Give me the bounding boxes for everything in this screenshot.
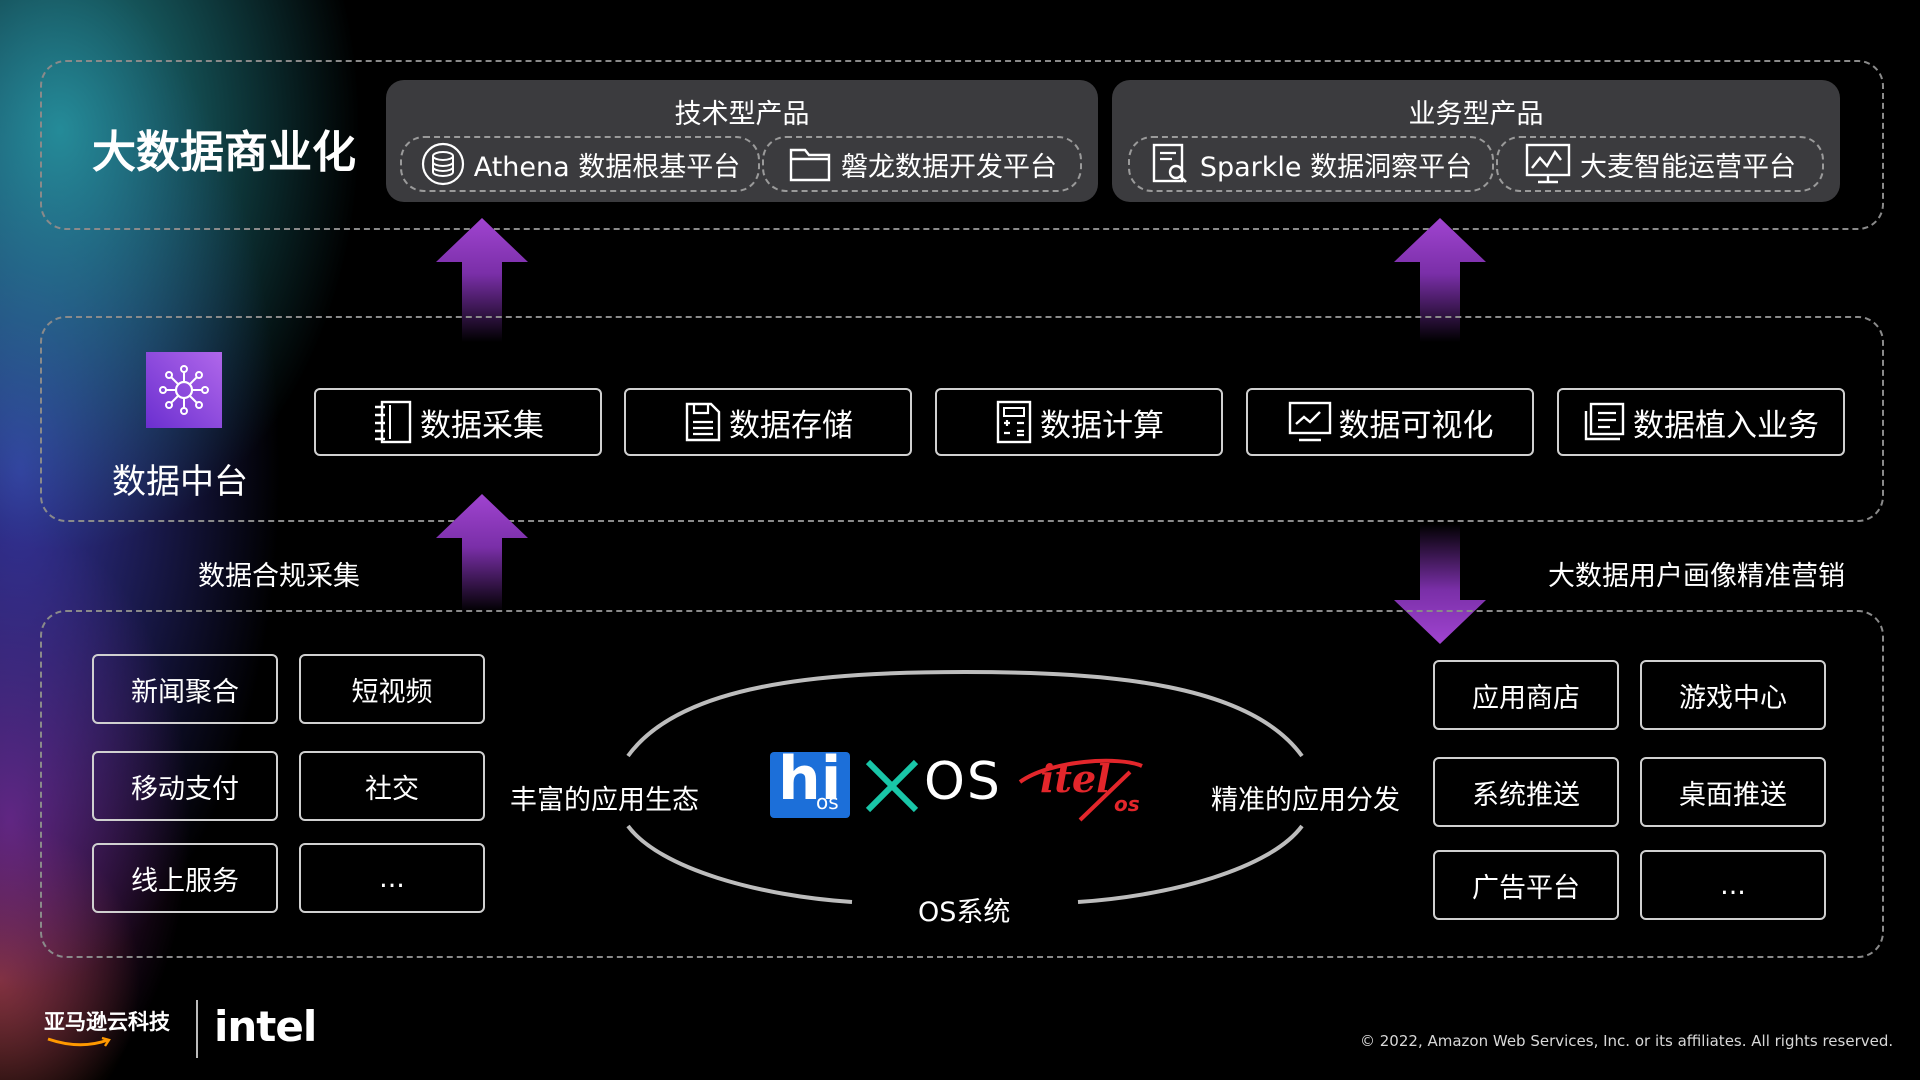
intel-logo: intel [214, 1002, 317, 1051]
xos-os-text: OS [924, 752, 1002, 812]
damai-platform-item[interactable]: 大麦智能运营平台 [1496, 136, 1824, 192]
business-products-title: 业务型产品 [1408, 99, 1544, 130]
tech-products-title: 技术型产品 [674, 99, 810, 130]
copyright-text: © 2022, Amazon Web Services, Inc. or its… [1360, 1032, 1894, 1050]
rich-ecosystem-label: 丰富的应用生态 [510, 785, 699, 816]
folder-icon [789, 148, 831, 182]
hios-logo-text: hi [778, 744, 842, 814]
user-profile-marketing-label: 大数据用户画像精准营销 [1548, 561, 1845, 592]
aws-brand: 亚马逊云科技 [44, 1010, 170, 1034]
right-app-box[interactable]: 桌面推送 [1640, 757, 1826, 827]
app-label: 移动支付 [131, 773, 239, 805]
right-app-box[interactable]: 应用商店 [1433, 660, 1619, 730]
panlong-platform-item[interactable]: 磐龙数据开发平台 [762, 136, 1082, 192]
data-storage-label: 数据存储 [729, 407, 853, 444]
arrow-up-right-top [1394, 218, 1486, 342]
app-label: 短视频 [351, 676, 433, 708]
panlong-label: 磐龙数据开发平台 [841, 151, 1057, 183]
tech-products-panel: 技术型产品 Athena 数据根基平台 磐龙数据开发平台 [386, 80, 1098, 202]
right-app-box[interactable]: 系统推送 [1433, 757, 1619, 827]
monitor-chart-icon [1288, 401, 1331, 442]
right-app-box[interactable]: ... [1640, 850, 1826, 920]
database-icon [421, 142, 464, 186]
right-app-box[interactable]: 游戏中心 [1640, 660, 1826, 730]
app-label: ... [1720, 869, 1746, 901]
right-app-box[interactable]: 广告平台 [1433, 850, 1619, 920]
arrow-up-left-top [436, 218, 528, 342]
data-embed-business-button[interactable]: 数据植入业务 [1557, 388, 1845, 456]
os-ellipse [626, 669, 1304, 904]
business-products-panel: 业务型产品 Sparkle 数据洞察平台 大麦智能运营平台 [1112, 80, 1840, 202]
app-label: 应用商店 [1472, 682, 1580, 714]
sparkle-label: Sparkle 数据洞察平台 [1199, 151, 1473, 183]
precise-distribution-label: 精准的应用分发 [1211, 785, 1400, 816]
data-compute-button[interactable]: 数据计算 [935, 388, 1223, 456]
app-label: 线上服务 [131, 865, 239, 897]
top-section-frame [40, 60, 1884, 230]
data-visualization-label: 数据可视化 [1338, 407, 1494, 444]
calculator-icon [996, 400, 1032, 444]
document-icon [1584, 402, 1625, 441]
data-compute-label: 数据计算 [1040, 407, 1164, 444]
app-label: 系统推送 [1472, 779, 1580, 811]
itel-sub: os [1114, 792, 1140, 816]
data-platform-title: 数据中台 [112, 462, 248, 502]
hios-logo-sub: os [816, 790, 839, 814]
storage-icon [685, 402, 721, 442]
data-collection-button[interactable]: 数据采集 [314, 388, 602, 456]
arrow-up-left-bottom [436, 494, 528, 612]
xos-logo-text: OS [924, 752, 1002, 812]
app-label: ... [379, 862, 405, 894]
data-storage-button[interactable]: 数据存储 [624, 388, 912, 456]
compliant-collection-label: 数据合规采集 [198, 561, 360, 592]
big-data-commercialization-title: 大数据商业化 [92, 127, 356, 178]
damai-label: 大麦智能运营平台 [1580, 151, 1796, 183]
data-visualization-button[interactable]: 数据可视化 [1246, 388, 1534, 456]
itel-swoosh-icon [1018, 758, 1143, 822]
app-label: 广告平台 [1472, 872, 1580, 904]
app-label: 游戏中心 [1679, 682, 1787, 714]
left-app-box[interactable]: ... [299, 843, 485, 913]
chart-monitor-icon [1525, 143, 1571, 184]
left-app-box[interactable]: 线上服务 [92, 843, 278, 913]
xos-x-mark [865, 759, 919, 813]
left-app-box[interactable]: 新闻聚合 [92, 654, 278, 724]
left-app-box[interactable]: 社交 [299, 751, 485, 821]
arrow-down-right [1394, 524, 1486, 644]
app-label: 桌面推送 [1679, 779, 1787, 811]
data-collection-label: 数据采集 [420, 407, 544, 444]
report-search-icon [1152, 143, 1187, 183]
sparkle-platform-item[interactable]: Sparkle 数据洞察平台 [1128, 136, 1494, 192]
footer-divider [196, 1000, 198, 1058]
athena-platform-item[interactable]: Athena 数据根基平台 [400, 136, 760, 192]
app-label: 新闻聚合 [131, 676, 239, 708]
itel-logo: itel os [1010, 752, 1150, 822]
collect-icon [375, 400, 412, 444]
left-app-box[interactable]: 短视频 [299, 654, 485, 724]
left-app-box[interactable]: 移动支付 [92, 751, 278, 821]
app-label: 社交 [365, 773, 419, 805]
hios-logo: hi os [770, 744, 850, 818]
itel-text: itel [1040, 756, 1111, 801]
os-system-label: OS系统 [918, 897, 1011, 928]
data-platform-frame [40, 316, 1884, 522]
athena-label: Athena 数据根基平台 [473, 151, 741, 183]
amazon-smile-icon [47, 1036, 111, 1047]
os-ecosystem-frame [40, 610, 1884, 958]
network-hub-icon [146, 352, 222, 428]
data-embed-business-label: 数据植入业务 [1633, 407, 1819, 444]
